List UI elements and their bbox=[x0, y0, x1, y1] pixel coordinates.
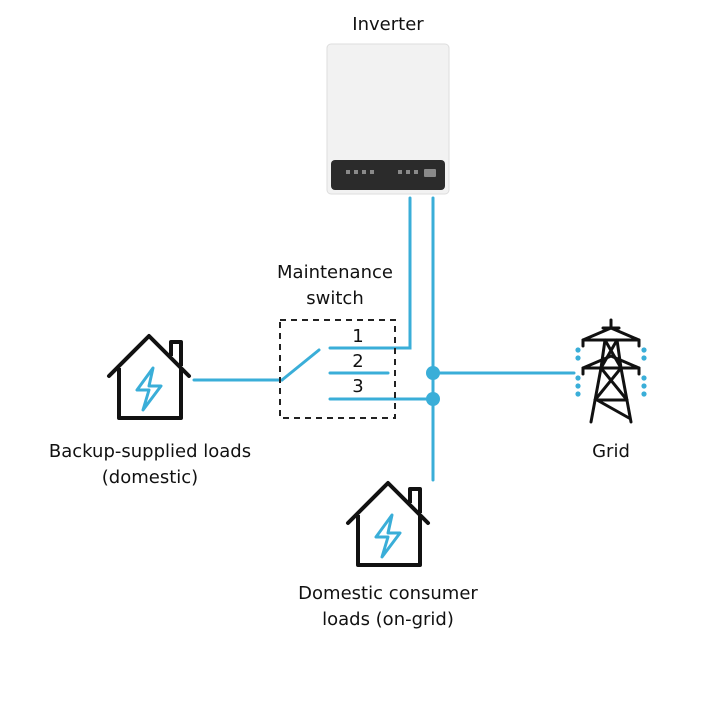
switch-position-2: 2 bbox=[348, 349, 368, 375]
maintenance-switch-box bbox=[279, 319, 396, 419]
backup-loads-label-line2: (domestic) bbox=[101, 467, 199, 488]
inverter-label-text: Inverter bbox=[352, 14, 424, 35]
wires bbox=[192, 196, 576, 482]
switch-position-1-text: 1 bbox=[352, 326, 364, 347]
domestic-loads-label: Domestic consumer loads (on-grid) bbox=[268, 581, 508, 633]
domestic-loads-label-line1: Domestic consumer bbox=[298, 583, 478, 604]
grid-label: Grid bbox=[571, 439, 651, 465]
maintenance-switch-label-line2: switch bbox=[306, 288, 364, 309]
wire-inverter-backup bbox=[328, 196, 412, 350]
house-lightning-icon bbox=[346, 481, 430, 567]
switch-position-3: 3 bbox=[348, 374, 368, 400]
inverter-indicator-lights bbox=[346, 169, 436, 177]
switch-blade bbox=[280, 348, 321, 382]
grid-label-text: Grid bbox=[592, 441, 630, 462]
switch-position-1: 1 bbox=[348, 324, 368, 350]
inverter-label: Inverter bbox=[318, 12, 458, 38]
junction-dot bbox=[426, 366, 440, 380]
switch-position-3-text: 3 bbox=[352, 376, 364, 397]
power-pylon-icon bbox=[575, 318, 647, 424]
switch-position-2-text: 2 bbox=[352, 351, 364, 372]
inverter-unit bbox=[326, 43, 450, 195]
maintenance-switch-label-line1: Maintenance bbox=[277, 262, 393, 283]
house-lightning-icon bbox=[107, 334, 191, 420]
backup-loads-label-line1: Backup-supplied loads bbox=[48, 441, 252, 462]
maintenance-switch-label: Maintenance switch bbox=[260, 260, 410, 312]
junction-dot bbox=[426, 392, 440, 406]
domestic-loads-label-line2: loads (on-grid) bbox=[322, 609, 454, 630]
backup-loads-label: Backup-supplied loads (domestic) bbox=[20, 439, 280, 491]
